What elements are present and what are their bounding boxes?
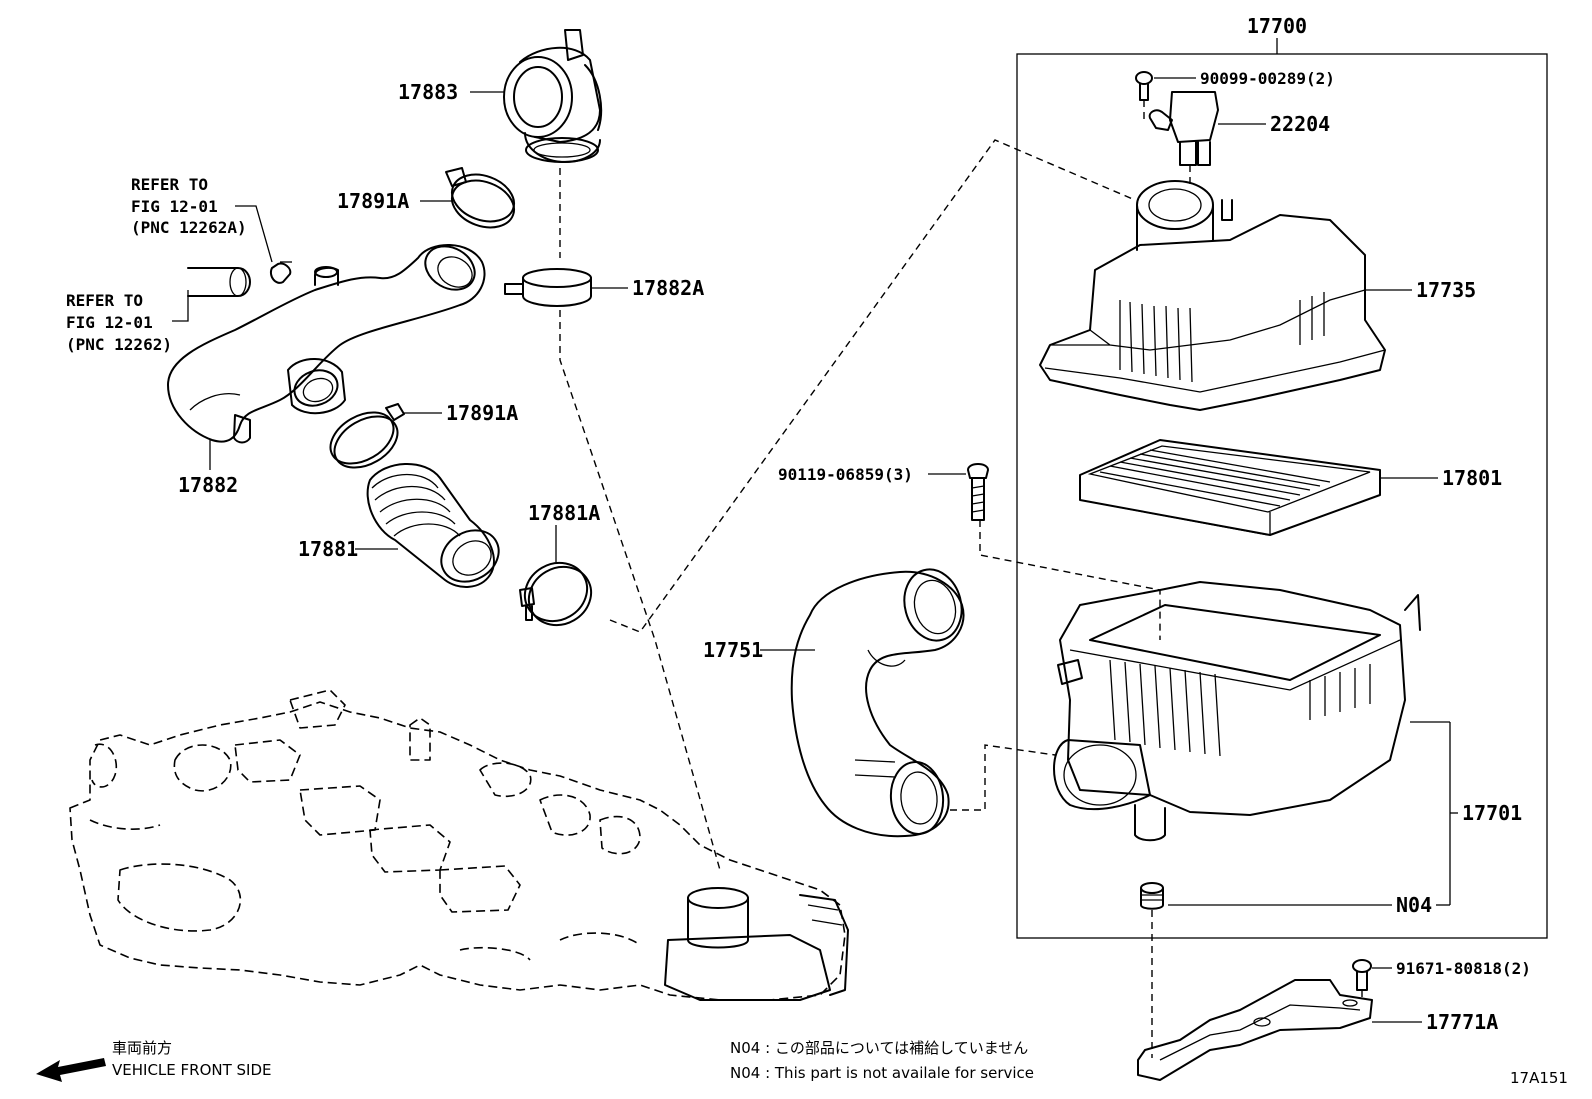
part-17881-drawing: 17881 — [298, 463, 500, 588]
engine-outline — [69, 689, 849, 1001]
part-label-17801[interactable]: 17801 — [1442, 466, 1502, 490]
part-label-17881A[interactable]: 17881A — [528, 501, 600, 525]
front-label-jp: 車両前方 — [112, 1039, 172, 1057]
part-17735-drawing: 17735 — [1039, 180, 1476, 411]
refer-top-line2[interactable]: FIG 12-01 — [131, 197, 218, 216]
part-label-17891A-mid[interactable]: 17891A — [446, 401, 518, 425]
refer-bottom-line2[interactable]: FIG 12-01 — [66, 313, 153, 332]
part-label-17700[interactable]: 17700 — [1247, 14, 1307, 38]
part-label-17701[interactable]: 17701 — [1462, 801, 1522, 825]
front-arrow-icon — [36, 1058, 106, 1082]
front-label-en: VEHICLE FRONT SIDE — [112, 1061, 272, 1079]
part-label-17883[interactable]: 17883 — [398, 80, 458, 104]
part-17701-drawing: 17701 — [1053, 581, 1522, 905]
note-en: N04 : This part is not availale for serv… — [730, 1064, 1034, 1082]
assembly-dashed-lines — [559, 100, 1363, 1058]
refer-to-12262: REFER TO FIG 12-01 (PNC 12262) — [66, 267, 251, 354]
air-cleaner-assembly-box: 17700 — [1016, 14, 1548, 939]
part-17881A-drawing: 17881A — [519, 501, 600, 627]
refer-bottom-line1: REFER TO — [66, 291, 143, 310]
part-label-17891A-top[interactable]: 17891A — [337, 189, 409, 213]
part-17891A-mid-drawing: 17891A — [329, 401, 518, 469]
part-label-90099[interactable]: 90099-00289(2) — [1200, 69, 1335, 88]
part-90119-drawing: 90119-06859(3) — [778, 463, 989, 521]
refer-top-line3: (PNC 12262A) — [131, 218, 247, 237]
part-91671-drawing: 91671-80818(2) — [1352, 959, 1531, 991]
diagram-code: 17A151 — [1510, 1069, 1568, 1087]
notes: N04 : この部品については補給していません N04 : This part … — [730, 1039, 1034, 1082]
refer-to-12262A: REFER TO FIG 12-01 (PNC 12262A) — [131, 175, 292, 284]
part-17891A-top-drawing: 17891A — [337, 167, 515, 229]
part-label-17735[interactable]: 17735 — [1416, 278, 1476, 302]
refer-bottom-line3: (PNC 12262) — [66, 335, 172, 354]
part-label-17771A[interactable]: 17771A — [1426, 1010, 1498, 1034]
part-90099-drawing: 90099-00289(2) — [1135, 69, 1335, 101]
part-22204-drawing: 22204 — [1148, 91, 1330, 166]
part-label-91671[interactable]: 91671-80818(2) — [1396, 959, 1531, 978]
part-17882A-drawing: 17882A — [504, 268, 704, 307]
part-17801-drawing: 17801 — [1079, 439, 1502, 536]
part-label-17881[interactable]: 17881 — [298, 537, 358, 561]
part-label-17751[interactable]: 17751 — [703, 638, 763, 662]
part-N04-drawing: N04 — [1140, 882, 1450, 917]
part-label-N04[interactable]: N04 — [1396, 893, 1432, 917]
part-label-22204[interactable]: 22204 — [1270, 112, 1330, 136]
vehicle-front-indicator: 車両前方 VEHICLE FRONT SIDE — [36, 1039, 272, 1082]
part-17882-drawing: 17882 — [167, 244, 486, 497]
part-label-17882[interactable]: 17882 — [178, 473, 238, 497]
part-17751-drawing: 17751 — [703, 568, 965, 838]
part-label-90119[interactable]: 90119-06859(3) — [778, 465, 913, 484]
part-17883-drawing: 17883 — [398, 29, 603, 163]
part-label-17882A[interactable]: 17882A — [632, 276, 704, 300]
note-jp: N04 : この部品については補給していません — [730, 1039, 1028, 1057]
refer-top-line1: REFER TO — [131, 175, 208, 194]
part-17771A-drawing: 17771A — [1137, 979, 1498, 1081]
